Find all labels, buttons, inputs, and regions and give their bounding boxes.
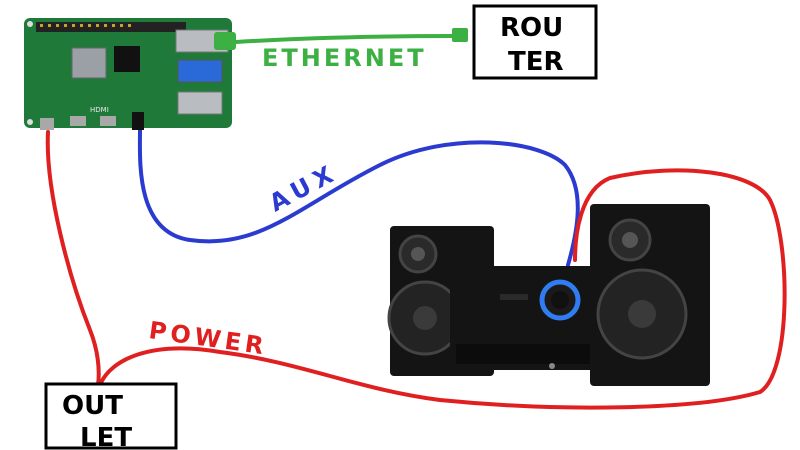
outlet-label-line2: LET [80, 423, 132, 450]
center-unit [450, 266, 600, 370]
router-label-line1: ROU [500, 13, 563, 43]
stereo-speaker-system [387, 204, 710, 386]
power-cable-pi [45, 130, 101, 387]
right-speaker [590, 204, 710, 386]
raspberry-pi-board: HDMI [24, 18, 236, 130]
ethernet-label: ETHERNET [262, 44, 427, 72]
router-box: ROU TER [472, 4, 598, 80]
outlet-box: OUT LET [44, 382, 178, 450]
left-speaker [387, 226, 494, 376]
aux-cable [137, 126, 580, 267]
router-label-line2: TER [508, 47, 564, 77]
svg-text:HDMI: HDMI [90, 106, 109, 114]
ethernet-cable [234, 34, 458, 44]
ethernet-plug-router [452, 28, 468, 42]
power-cable-speakers [98, 168, 787, 410]
power-label: POWER [147, 316, 269, 360]
cables [45, 34, 787, 410]
outlet-label-line1: OUT [62, 391, 123, 421]
